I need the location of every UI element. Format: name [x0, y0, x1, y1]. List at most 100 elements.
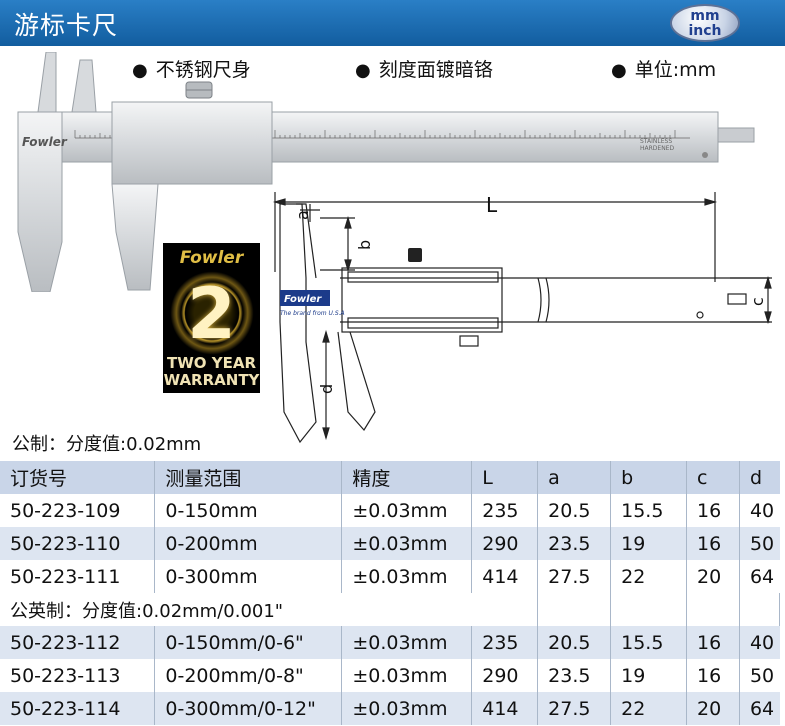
table-cell: 235 [471, 626, 539, 659]
table-cell: 20 [686, 560, 740, 593]
drawing-brand-sub: The brand from U.S.A [280, 310, 345, 317]
bullet-icon: ● [611, 60, 627, 81]
warranty-line-2: WARRANTY [163, 371, 260, 389]
table-cell-empty [739, 593, 781, 626]
table-cell: ±0.03mm [341, 692, 473, 725]
bullet-icon: ● [355, 60, 371, 81]
table-cell: 50-223-110 [0, 527, 156, 560]
section-label-imperial: 公英制：分度值:0.02mm/0.001" [0, 593, 472, 626]
table-cell: 15.5 [610, 626, 688, 659]
unit-badge: mm inch [670, 4, 740, 42]
table-header-cell: a [537, 461, 612, 494]
table-cell: 27.5 [537, 560, 612, 593]
dim-label-b: b [355, 240, 374, 250]
table-header-cell: L [471, 461, 539, 494]
table-cell: 0-200mm [154, 527, 343, 560]
table-cell: 50-223-111 [0, 560, 156, 593]
ruler-brand: Fowler [22, 135, 68, 149]
table-section-row: 公英制：分度值:0.02mm/0.001" [0, 593, 781, 626]
table-cell: 20.5 [537, 626, 612, 659]
drawing-brand-text: Fowler [284, 294, 322, 305]
table-cell: 50 [739, 527, 780, 560]
header-bar: 游标卡尺 mm inch [0, 0, 785, 46]
table-cell: ±0.03mm [341, 626, 473, 659]
table-cell: 19 [610, 527, 688, 560]
table-header-cell: 订货号 [0, 461, 156, 494]
table-cell: ±0.03mm [341, 560, 473, 593]
table-cell: 22 [610, 560, 688, 593]
table-cell: 40 [739, 494, 780, 527]
table-cell-empty [537, 593, 612, 626]
ruler-stamp-2: HARDENED [640, 145, 674, 152]
table-header-cell: 测量范围 [154, 461, 343, 494]
table-cell: ±0.03mm [341, 527, 473, 560]
unit-badge-inch: inch [688, 23, 722, 39]
table-cell: 50-223-113 [0, 659, 156, 692]
warranty-seal: 2 [169, 271, 254, 355]
table-cell: 414 [471, 692, 539, 725]
table-cell-empty [610, 593, 688, 626]
table-header-cell: c [686, 461, 740, 494]
section-label-metric: 公制：分度值:0.02mm [12, 434, 202, 455]
table-cell: 16 [686, 494, 740, 527]
table-cell: 290 [471, 527, 539, 560]
bullet-icon: ● [132, 60, 148, 81]
table-cell: 23.5 [537, 659, 612, 692]
ruler-stamp-1: STAINLESS [640, 138, 672, 145]
dim-label-d: d [317, 384, 336, 394]
dim-label-a: a [293, 210, 312, 220]
table-cell: 22 [610, 692, 688, 725]
feature-2: ●刻度面镀暗铬 [355, 59, 493, 81]
table-cell: 19 [610, 659, 688, 692]
table-cell: 64 [739, 560, 780, 593]
warranty-logo: Fowler 2 TWO YEAR WARRANTY [163, 243, 260, 393]
table-cell-empty [686, 593, 740, 626]
table-cell: 64 [739, 692, 780, 725]
table-cell: 0-300mm [154, 560, 343, 593]
table-cell: 414 [471, 560, 539, 593]
warranty-number: 2 [187, 273, 236, 355]
unit-badge-mm: mm [690, 8, 720, 24]
dim-label-L: L [486, 193, 498, 217]
table-header-cell: d [739, 461, 780, 494]
dim-label-c: c [748, 297, 767, 306]
table-header-cell: b [610, 461, 688, 494]
table-cell: 50-223-114 [0, 692, 156, 725]
feature-3: ●单位:mm [611, 59, 717, 81]
table-cell: ±0.03mm [341, 494, 473, 527]
table-cell: 20 [686, 692, 740, 725]
table-cell: 16 [686, 527, 740, 560]
table-cell: 290 [471, 659, 539, 692]
table-cell: 16 [686, 659, 740, 692]
table-cell: 20.5 [537, 494, 612, 527]
drawing-brand-badge [280, 290, 330, 306]
page-title: 游标卡尺 [14, 11, 119, 40]
table-header-cell: 精度 [341, 461, 473, 494]
feature-1: ●不锈钢尺身 [132, 59, 251, 81]
warranty-line-1: TWO YEAR [166, 354, 257, 372]
warranty-brand: Fowler [179, 248, 244, 268]
table-cell: 27.5 [537, 692, 612, 725]
table-cell: ±0.03mm [341, 659, 473, 692]
table-cell: 50-223-112 [0, 626, 156, 659]
table-cell: 23.5 [537, 527, 612, 560]
table-cell: 50-223-109 [0, 494, 156, 527]
table-cell: 50 [739, 659, 780, 692]
table-cell: 0-200mm/0-8" [154, 659, 343, 692]
caliper-photo: Fowler STAINLESS HARDENED [17, 52, 755, 292]
table-cell: 235 [471, 494, 539, 527]
table-cell: 0-150mm [154, 494, 343, 527]
table-cell: 16 [686, 626, 740, 659]
table-cell: 0-150mm/0-6" [154, 626, 343, 659]
table-cell: 15.5 [610, 494, 688, 527]
table-cell-empty [471, 593, 539, 626]
table-cell: 0-300mm/0-12" [154, 692, 343, 725]
